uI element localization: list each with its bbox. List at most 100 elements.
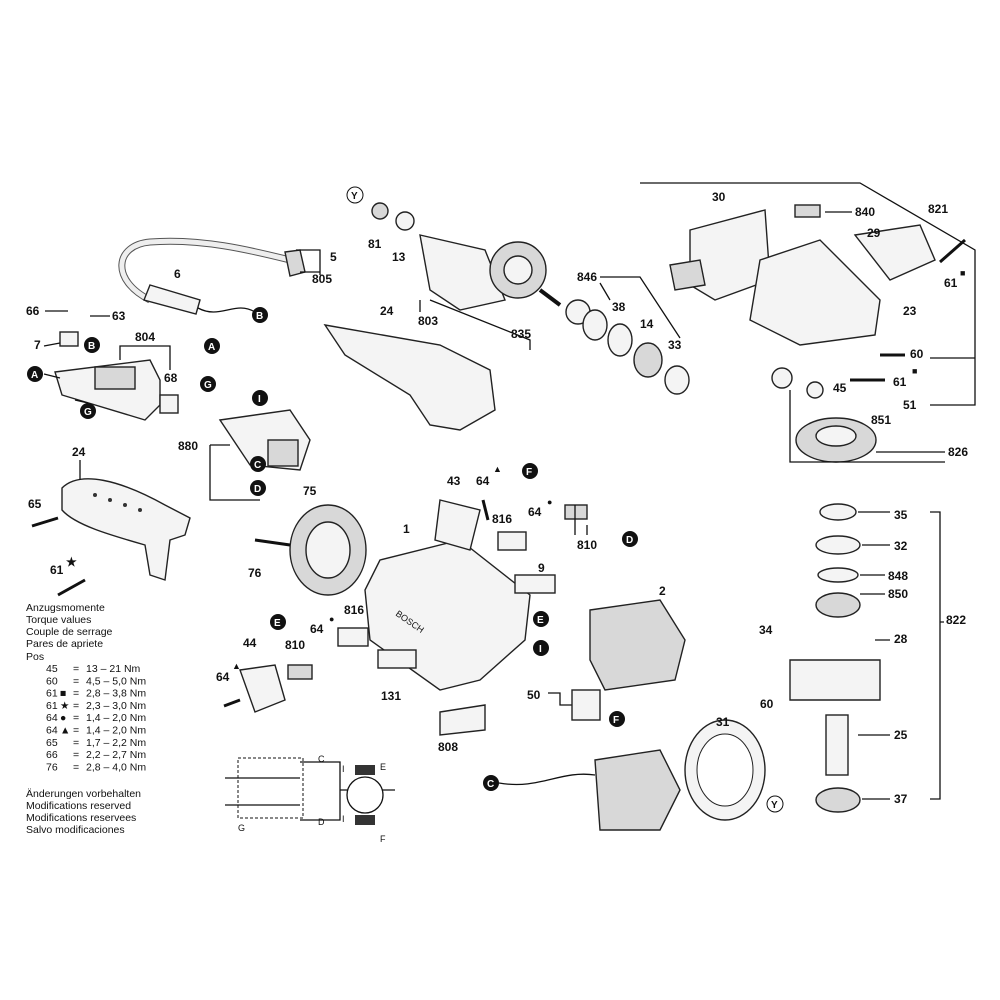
- callout-66: 66: [26, 304, 40, 318]
- torque-row-eq: =: [73, 749, 79, 761]
- svg-text:●: ●: [329, 614, 334, 624]
- marker-C-lower: C: [483, 775, 499, 791]
- bevel-gear-826: [771, 367, 877, 463]
- callout-2: 2: [659, 584, 666, 598]
- armature-803: [371, 202, 562, 311]
- svg-text:Modifications reservees: Modifications reservees: [26, 812, 136, 824]
- auxiliary-handle: [61, 478, 191, 581]
- torque-row-pos: 45: [46, 663, 58, 675]
- svg-text:Salvo modificaciones: Salvo modificaciones: [26, 824, 125, 836]
- callout-35: 35: [894, 508, 908, 522]
- svg-text:■: ■: [912, 366, 917, 376]
- svg-text:G: G: [204, 380, 212, 391]
- marker-G-mid: G: [200, 376, 216, 392]
- callout-30: 30: [712, 190, 726, 204]
- torque-row-value: 4,5 – 5,0 Nm: [86, 675, 146, 687]
- callout-850: 850: [888, 587, 908, 601]
- callout-76: 76: [248, 566, 262, 580]
- callout-64-triangle-lower: 64: [216, 670, 230, 684]
- callout-60-top: 60: [910, 347, 924, 361]
- svg-text:■: ■: [960, 268, 965, 278]
- svg-text:Änderungen vorbehalten: Änderungen vorbehalten: [26, 788, 141, 800]
- suppressor-880: [218, 409, 311, 471]
- callout-29: 29: [867, 226, 881, 240]
- handle-24: [323, 324, 496, 431]
- switch-assembly: [54, 331, 179, 421]
- callout-68: 68: [164, 371, 178, 385]
- callout-851: 851: [871, 413, 891, 427]
- gear-housing-30: [669, 209, 771, 301]
- callout-44: 44: [243, 636, 257, 650]
- field-coil-2: [589, 599, 686, 691]
- marker-A-left: A: [27, 366, 43, 382]
- torque-pos-label: Pos: [26, 651, 44, 663]
- callout-25: 25: [894, 728, 908, 742]
- callout-31: 31: [716, 715, 730, 729]
- callout-61-square-top: 61: [944, 276, 958, 290]
- callout-1: 1: [403, 522, 410, 536]
- bearing-group-846: [565, 299, 690, 395]
- torque-row-value: 1,7 – 2,2 Nm: [86, 737, 146, 749]
- marker-D-right: D: [622, 531, 638, 547]
- torque-row-value: 2,3 – 3,0 Nm: [86, 700, 146, 712]
- callout-131: 131: [381, 689, 401, 703]
- torque-row-symbol: ▲: [60, 725, 70, 737]
- torque-heading-es: Pares de apriete: [26, 638, 103, 650]
- stator-lower: [594, 749, 681, 831]
- svg-text:B: B: [88, 341, 95, 352]
- svg-text:B: B: [256, 311, 263, 322]
- marker-Y-top: Y: [346, 186, 364, 204]
- callout-846: 846: [577, 270, 597, 284]
- torque-row-eq: =: [73, 675, 79, 687]
- callout-810-top: 810: [577, 538, 597, 552]
- marker-F-top: F: [522, 463, 538, 479]
- torque-row-eq: =: [73, 737, 79, 749]
- svg-text:D: D: [626, 535, 633, 546]
- callout-43: 43: [447, 474, 461, 488]
- callout-9: 9: [538, 561, 545, 575]
- svg-text:C: C: [254, 460, 261, 471]
- svg-text:F: F: [526, 467, 532, 478]
- callout-28: 28: [894, 632, 908, 646]
- power-cord: [118, 237, 306, 315]
- marker-E-right: E: [533, 611, 549, 627]
- callout-14: 14: [640, 317, 654, 331]
- torque-heading-en: Torque values: [26, 614, 91, 626]
- callout-60-bottom: 60: [760, 697, 774, 711]
- marker-Y-lower: Y: [766, 795, 784, 813]
- callout-61-square-mid: 61: [893, 375, 907, 389]
- callout-65: 65: [28, 497, 42, 511]
- svg-text:▲: ▲: [232, 661, 241, 671]
- modifications-note: Änderungen vorbehalten Modifications res…: [26, 788, 141, 836]
- torque-row-value: 2,2 – 2,7 Nm: [86, 749, 146, 761]
- marker-G-left: G: [80, 403, 96, 419]
- svg-text:E: E: [380, 762, 386, 772]
- torque-row-value: 1,4 – 2,0 Nm: [86, 725, 146, 737]
- torque-row-pos: 60: [46, 675, 58, 687]
- torque-row-pos: 61: [46, 700, 58, 712]
- svg-text:I: I: [258, 394, 261, 405]
- torque-table: Anzugsmomente Torque values Couple de se…: [26, 602, 146, 773]
- fan-75: [289, 504, 367, 596]
- svg-text:F: F: [380, 834, 386, 844]
- torque-row-symbol: ■: [60, 688, 66, 700]
- svg-text:Y: Y: [351, 191, 358, 202]
- callout-848: 848: [888, 569, 908, 583]
- spindle-assembly-822: [789, 503, 881, 813]
- marker-F-lower: F: [609, 711, 625, 727]
- svg-text:A: A: [208, 342, 215, 353]
- svg-text:A: A: [31, 370, 38, 381]
- torque-row-symbol: ●: [60, 712, 66, 724]
- callout-38: 38: [612, 300, 626, 314]
- callout-880: 880: [178, 439, 198, 453]
- torque-row-eq: =: [73, 700, 79, 712]
- svg-text:I: I: [539, 644, 542, 655]
- marker-D-mid: D: [250, 480, 266, 496]
- torque-row-pos: 64: [46, 712, 58, 724]
- svg-text:G: G: [84, 407, 92, 418]
- callout-63: 63: [112, 309, 126, 323]
- callout-32: 32: [894, 539, 908, 553]
- svg-text:▲: ▲: [493, 464, 502, 474]
- svg-text:E: E: [274, 618, 281, 629]
